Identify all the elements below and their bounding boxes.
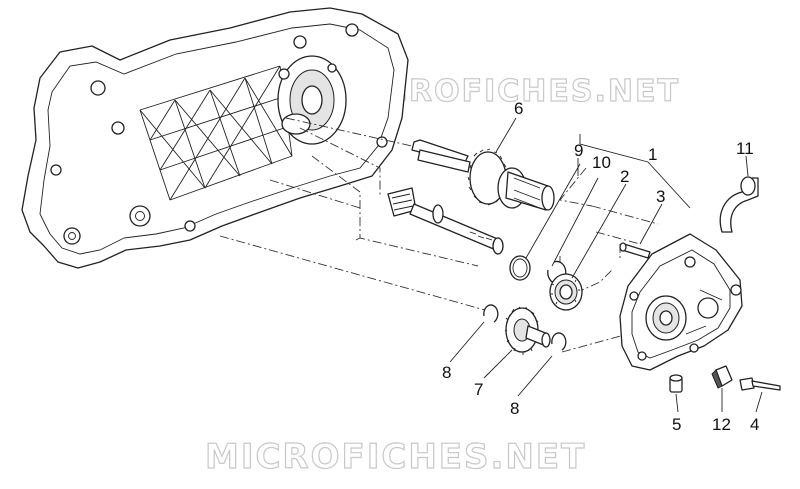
circlip-rings — [509, 255, 567, 285]
callout-8-lower: 8 — [510, 399, 519, 418]
dowel-pin — [619, 242, 651, 259]
circlip-upper — [483, 304, 499, 323]
callout-2: 2 — [620, 167, 629, 186]
circlip-lower — [551, 332, 567, 351]
secondary-shaft-gear — [411, 139, 555, 211]
transmission-cover — [619, 233, 743, 371]
bearing — [549, 273, 583, 311]
callout-1: 1 — [648, 145, 657, 164]
callout-12: 12 — [712, 415, 731, 434]
watermark-lower: MICROFICHES.NET — [205, 437, 586, 477]
callout-4: 4 — [750, 415, 759, 434]
clamp-clip — [711, 365, 733, 389]
crankcase-housing — [21, 7, 409, 269]
callout-labels: 1 2 3 4 5 6 7 8 8 9 10 11 12 — [442, 99, 759, 434]
callout-6: 6 — [514, 99, 523, 118]
bolt — [739, 377, 781, 391]
callout-11: 11 — [736, 139, 754, 158]
callout-9: 9 — [574, 141, 583, 160]
callout-8-upper: 8 — [442, 363, 451, 382]
intermediate-gear — [504, 306, 551, 355]
breather-hose — [719, 176, 759, 233]
drain-plug — [669, 374, 683, 393]
leader-lines — [449, 117, 763, 413]
callout-10: 10 — [592, 153, 611, 172]
callout-3: 3 — [656, 187, 665, 206]
drive-shaft — [387, 187, 504, 255]
callout-5: 5 — [672, 415, 681, 434]
callout-7: 7 — [474, 380, 483, 399]
